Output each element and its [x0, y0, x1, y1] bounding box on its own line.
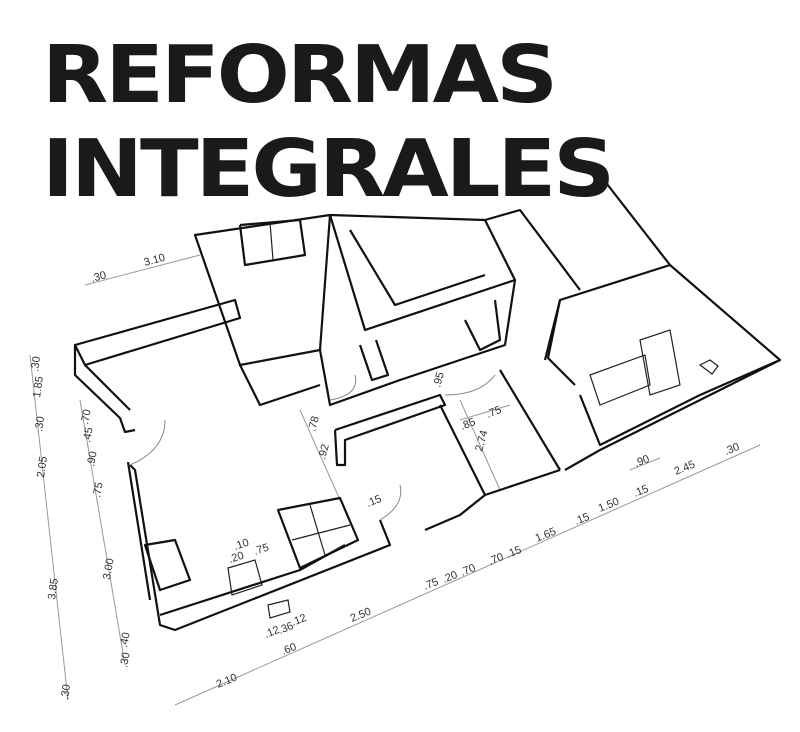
kitchen-furniture [143, 329, 719, 619]
dim-bottom-6: .75 [422, 576, 441, 593]
dim-left-outer-3: 2.05 [35, 456, 50, 479]
dim-bottom-16: .30 [723, 441, 742, 458]
door-swings [129, 374, 496, 521]
dim-bottom-8: .70 [459, 562, 478, 579]
dim-interior-9: .75 [485, 404, 504, 421]
dim-bottom-12: .15 [573, 511, 592, 528]
dim-left-outer-0: .30 [29, 356, 43, 373]
dimension-lines [29, 254, 761, 706]
dim-interior-4: .92 [316, 443, 332, 461]
dim-bottom-11: 1.65 [534, 526, 558, 545]
dim-interior-0: .10 [232, 537, 250, 553]
dim-top-1: 3.10 [143, 252, 167, 269]
dim-bottom-4: .12 [290, 612, 309, 629]
dim-left-inner-2: .90 [85, 450, 99, 467]
dim-bottom-3: .36 [277, 620, 296, 637]
dim-left-outer-2: .30 [33, 416, 47, 433]
dim-top-0: .30 [90, 269, 108, 285]
dim-left-inner-4: 3.00 [101, 557, 117, 580]
dim-left-inner-5: .40 [118, 631, 132, 648]
dimension-labels: .30 3.10 .30 1.85 .30 2.05 3.85 .30 .70 … [29, 252, 741, 701]
dim-bottom-10: .15 [505, 544, 524, 561]
dim-left-inner-3: .75 [91, 481, 105, 498]
dim-bottom-9: .70 [487, 551, 506, 568]
dim-left-outer-4: 3.85 [46, 578, 61, 601]
dim-interior-6: .95 [431, 371, 447, 389]
title-line-2: INTEGRALES [42, 123, 615, 216]
dim-left-inner-6: .30 [118, 651, 132, 668]
dim-interior-3: .78 [306, 415, 322, 433]
dim-bottom-17: .90 [633, 453, 652, 470]
dim-bottom-1: .60 [280, 641, 299, 658]
dim-left-outer-1: 1.85 [31, 376, 46, 399]
dim-left-inner-1: .45 [81, 426, 95, 443]
dim-left-inner-0: .70 [79, 408, 93, 425]
dim-bottom-7: .20 [441, 569, 460, 586]
dim-interior-5: .15 [365, 493, 384, 510]
dim-bottom-2: .12 [263, 624, 282, 641]
dim-bottom-0: 2.10 [215, 672, 239, 691]
dim-bottom-14: .15 [632, 483, 651, 500]
dim-interior-2: .75 [252, 542, 270, 558]
dim-interior-1: .20 [227, 550, 245, 566]
dim-interior-8: 2.74 [473, 429, 490, 453]
dim-interior-7: .85 [459, 416, 478, 433]
walls [73, 174, 782, 632]
title-line-1: REFORMAS [42, 29, 558, 122]
dim-left-outer-5: .30 [59, 684, 73, 701]
